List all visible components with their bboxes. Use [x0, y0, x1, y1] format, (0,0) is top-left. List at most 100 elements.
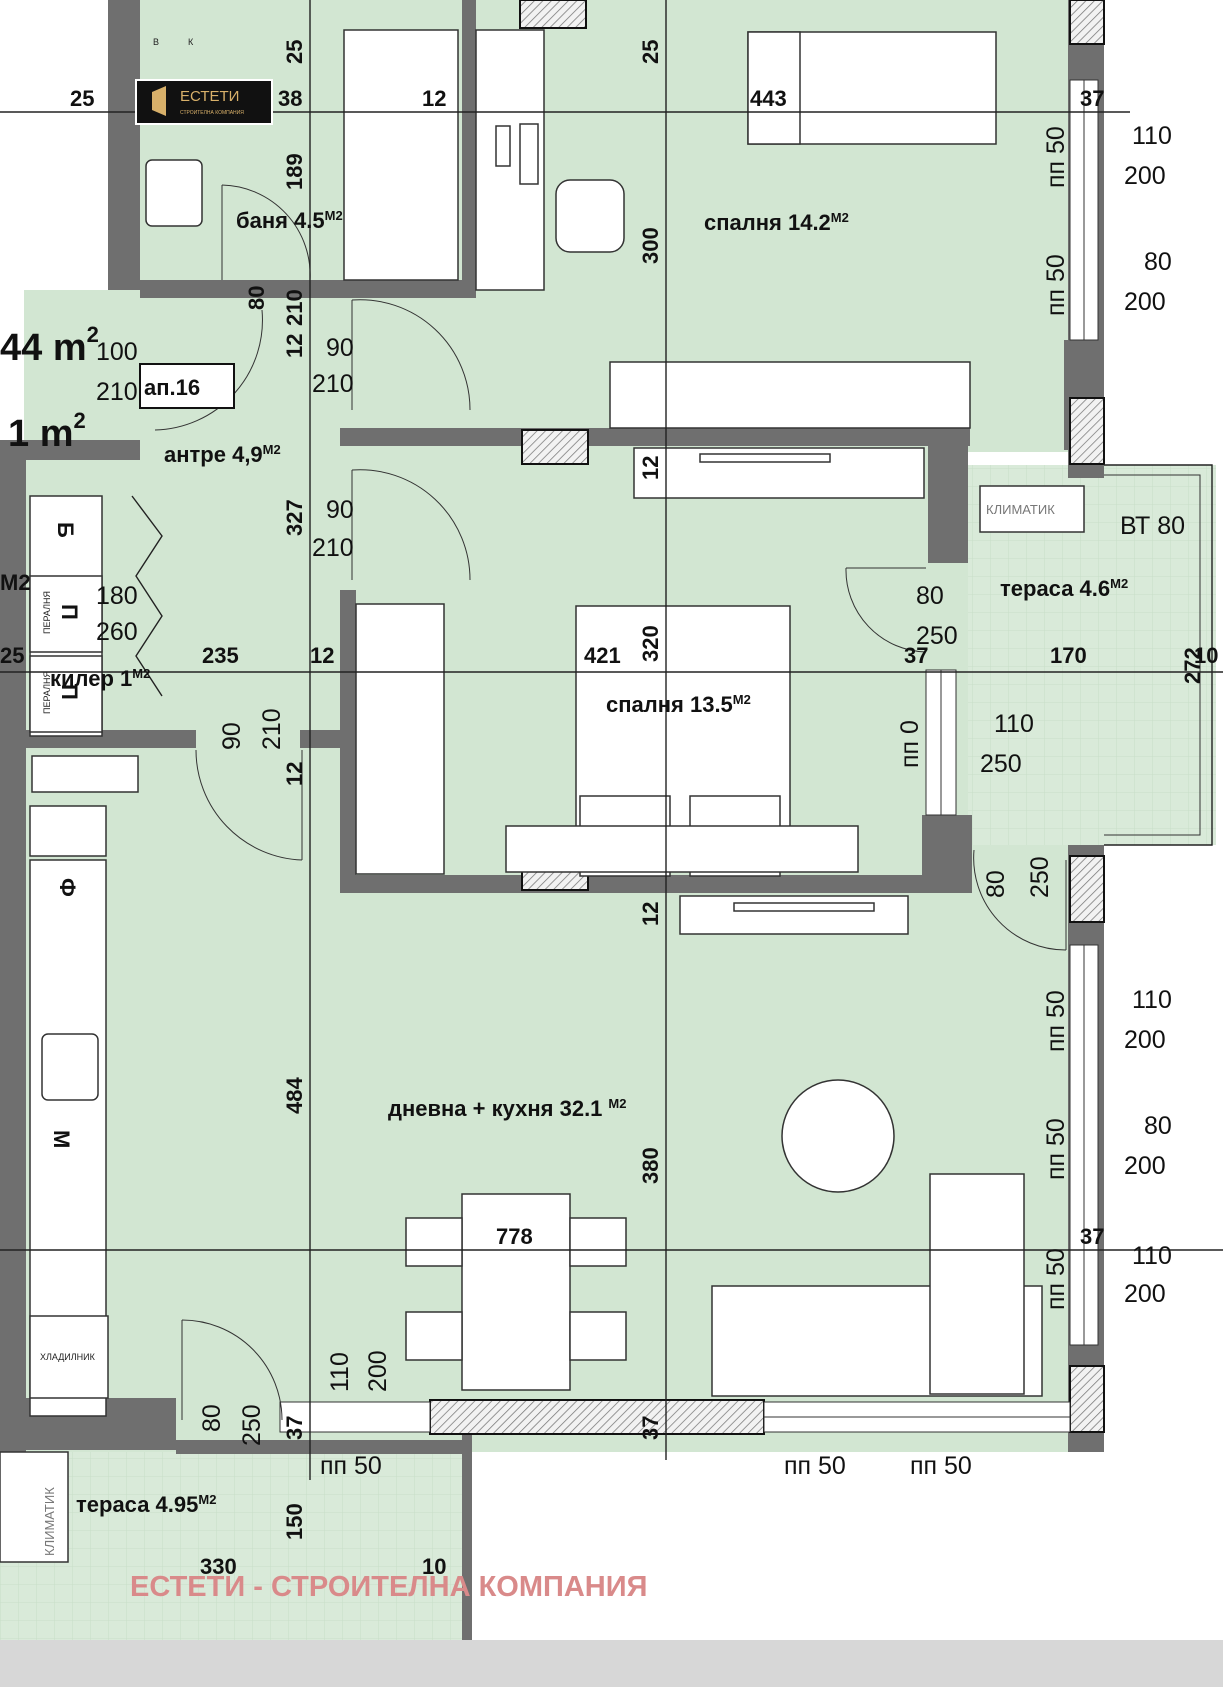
left-edge-sup: M2 — [0, 570, 31, 595]
svg-text:235: 235 — [202, 643, 239, 668]
svg-text:150: 150 — [282, 1503, 307, 1540]
svg-text:421: 421 — [584, 643, 621, 668]
svg-text:пп 50: пп 50 — [320, 1452, 382, 1480]
logo-subtext: СТРОИТЕЛНА КОМПАНИЯ — [180, 110, 244, 116]
dishwasher-mark: М — [49, 1130, 74, 1148]
apartment-label: ап.16 — [144, 375, 200, 400]
svg-text:80: 80 — [244, 286, 269, 310]
svg-text:210: 210 — [258, 708, 286, 750]
svg-text:110: 110 — [1132, 1242, 1172, 1270]
svg-text:12: 12 — [638, 902, 663, 926]
room-bath: баня 4.5M2 — [236, 208, 343, 233]
svg-text:200: 200 — [1124, 1152, 1166, 1180]
svg-text:443: 443 — [750, 86, 787, 111]
svg-text:320: 320 — [638, 625, 663, 662]
svg-text:90: 90 — [326, 496, 354, 524]
washer-mark-1: П — [57, 604, 82, 620]
boiler-mark: Б — [53, 522, 78, 538]
opening-sizes: 110 200 пп 50 80 200 пп 50 100 210 90 21… — [96, 122, 1172, 1480]
bottom-band — [0, 1640, 1223, 1687]
svg-text:170: 170 — [1050, 643, 1087, 668]
svg-text:37: 37 — [282, 1416, 307, 1440]
svg-text:пп 50: пп 50 — [1042, 126, 1070, 188]
svg-text:80: 80 — [1144, 248, 1172, 276]
svg-text:пп 50: пп 50 — [1042, 254, 1070, 316]
svg-text:210: 210 — [312, 534, 354, 562]
svg-text:110: 110 — [994, 710, 1034, 738]
svg-text:25: 25 — [70, 86, 94, 111]
svg-text:80: 80 — [1144, 1112, 1172, 1140]
room-pantry: килер 1M2 — [50, 666, 150, 691]
svg-text:260: 260 — [96, 618, 138, 646]
svg-text:пп 50: пп 50 — [910, 1452, 972, 1480]
svg-text:37: 37 — [638, 1416, 663, 1440]
terrace-railing — [1104, 464, 1213, 846]
fridge-label: ХЛАДИЛНИК — [40, 1352, 96, 1362]
svg-text:110: 110 — [1132, 986, 1172, 1014]
svg-text:12: 12 — [282, 762, 307, 786]
svg-text:200: 200 — [364, 1350, 392, 1392]
svg-text:37: 37 — [1080, 86, 1104, 111]
svg-text:25: 25 — [282, 40, 307, 64]
room-bedroom-2: спалня 13.5M2 — [606, 692, 751, 717]
bath-k-mark: К — [188, 37, 194, 47]
svg-text:пп 50: пп 50 — [1042, 1118, 1070, 1180]
bath-b-mark: В — [153, 37, 159, 47]
svg-text:12: 12 — [282, 334, 307, 358]
logo-text: ЕСТЕТИ — [180, 88, 239, 105]
svg-text:пп 50: пп 50 — [1042, 1248, 1070, 1310]
svg-text:200: 200 — [1124, 162, 1166, 190]
room-bedroom-1: спалня 14.2M2 — [704, 210, 849, 235]
svg-text:пп 50: пп 50 — [784, 1452, 846, 1480]
svg-text:200: 200 — [1124, 1280, 1166, 1308]
svg-text:250: 250 — [916, 622, 958, 650]
svg-text:380: 380 — [638, 1147, 663, 1184]
room-terrace-1: тераса 4.6M2 — [1000, 576, 1128, 601]
area-total: 44 m2 — [0, 322, 99, 369]
svg-text:80: 80 — [982, 870, 1010, 898]
svg-text:38: 38 — [278, 86, 302, 111]
bt-label: ВТ 80 — [1120, 512, 1185, 540]
svg-text:484: 484 — [282, 1077, 307, 1114]
room-terrace-2: тераса 4.95M2 — [76, 1492, 216, 1517]
svg-text:10: 10 — [1194, 643, 1218, 668]
area-terrace: 1 m2 — [8, 408, 86, 455]
washer-label-2: ПЕРАЛНЯ — [42, 671, 52, 714]
svg-text:12: 12 — [310, 643, 334, 668]
furniture — [0, 29, 1085, 1563]
svg-text:200: 200 — [1124, 288, 1166, 316]
svg-text:300: 300 — [638, 227, 663, 264]
ac-label-bottom: КЛИМАТИК — [42, 1487, 57, 1556]
apartment-label-box — [139, 363, 235, 409]
svg-text:80: 80 — [916, 582, 944, 610]
watermark: ЕСТЕТИ - СТРОИТЕЛНА КОМПАНИЯ — [130, 1571, 647, 1603]
svg-text:210: 210 — [312, 370, 354, 398]
svg-text:250: 250 — [980, 750, 1022, 778]
svg-text:250: 250 — [1026, 856, 1054, 898]
svg-text:25: 25 — [0, 643, 24, 668]
svg-text:210: 210 — [96, 378, 138, 406]
svg-text:80: 80 — [198, 1404, 226, 1432]
company-logo: ЕСТЕТИ СТРОИТЕЛНА КОМПАНИЯ — [135, 79, 273, 125]
svg-text:110: 110 — [326, 1352, 354, 1392]
ac-label-terrace: КЛИМАТИК — [986, 502, 1055, 517]
washer-mark-2: П — [57, 684, 82, 700]
svg-text:90: 90 — [326, 334, 354, 362]
svg-text:37: 37 — [1080, 1224, 1104, 1249]
svg-text:272: 272 — [1180, 647, 1205, 684]
svg-text:327: 327 — [282, 499, 307, 536]
svg-text:110: 110 — [1132, 122, 1172, 150]
washer-label-1: ПЕРАЛНЯ — [42, 591, 52, 634]
svg-text:12: 12 — [422, 86, 446, 111]
svg-text:10: 10 — [422, 1554, 446, 1579]
svg-text:пп 50: пп 50 — [1042, 990, 1070, 1052]
svg-text:пп 0: пп 0 — [896, 720, 924, 768]
room-hall: антре 4,9M2 — [164, 442, 281, 467]
svg-text:12: 12 — [638, 456, 663, 480]
svg-text:189: 189 — [282, 153, 307, 190]
svg-text:180: 180 — [96, 582, 138, 610]
oven-mark: Ф — [55, 878, 80, 897]
windows — [279, 79, 1099, 1433]
